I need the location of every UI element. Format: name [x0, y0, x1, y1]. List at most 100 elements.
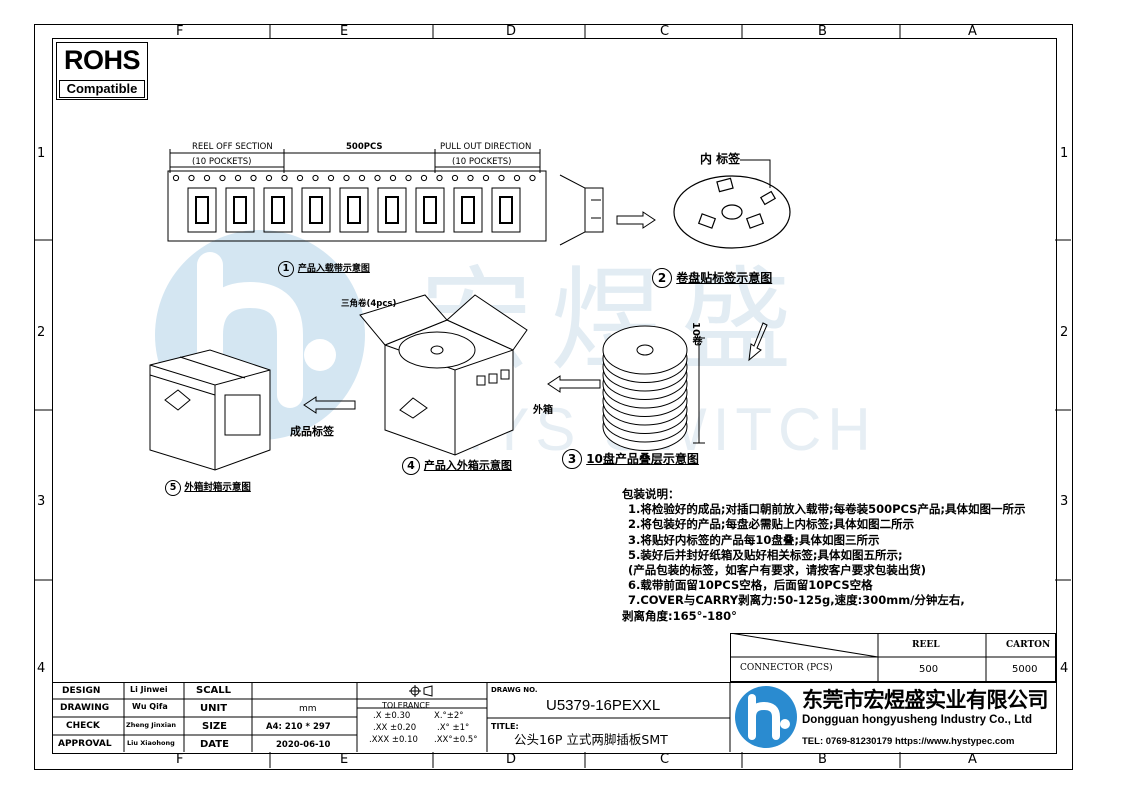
inner-label-leader [740, 159, 771, 188]
row-marker-right: 3 [1060, 494, 1069, 509]
tb-label-drawing: DRAWING [60, 703, 110, 713]
rohs-title: ROHS [63, 45, 141, 75]
tb-name-check: Zheng Jinxian [126, 721, 177, 729]
figure-2-number: 2 [652, 268, 672, 288]
figure-5-label: 外箱封箱示意图 [184, 482, 251, 493]
open-box-drawing [359, 294, 528, 456]
col-marker-top: B [818, 24, 827, 39]
qty-header-carton: CARTON [1006, 640, 1051, 650]
inner-label-callout: 内 标签 [700, 152, 741, 166]
figure-1-label: 产品入载带示意图 [297, 264, 370, 274]
title-label: TITLE: [491, 722, 519, 731]
figure-3-label: 10盘产品叠层示意图 [586, 452, 699, 466]
tb-name-approval: Liu Xiaohong [127, 739, 175, 747]
figure-3-caption: 3 10盘产品叠层示意图 [562, 449, 699, 469]
notes-item: (产品包装的标签，如客户有要求，请按客户要求包装出货) [628, 563, 927, 578]
row-marker-left: 2 [37, 325, 46, 340]
notes-item: 1.将检验好的成品;对插口朝前放入载带;每卷装500PCS产品;具体如图一所示 [628, 502, 1026, 517]
reel-off-label: REEL OFF SECTION [192, 142, 273, 152]
tolerance-angular: .X° ±1° [437, 723, 470, 733]
tolerance-angular: .XX°±0.5° [434, 735, 478, 745]
notes-item: 5.装好后并封好纸箱及贴好相关标签;具体如图五所示; [628, 547, 903, 562]
tb-field-scall: SCALL [196, 685, 232, 696]
figure-5-number: 5 [165, 480, 181, 496]
flow-arrow-left [303, 396, 356, 414]
outer-box-callout: 外箱 [533, 405, 553, 416]
drawg-no-label: DRAWG NO. [491, 686, 538, 694]
col-marker-top: C [660, 24, 670, 39]
notes-item: 3.将贴好内标签的产品每10盘叠;具体如图三所示 [628, 532, 880, 547]
col-marker-top: E [340, 24, 349, 39]
qty-header-reel: REEL [912, 640, 940, 650]
reel-off-pockets: (10 POCKETS) [192, 157, 252, 167]
figure-3-number: 3 [562, 449, 582, 469]
notes-item: 7.COVER与CARRY剥离力:50-125g,速度:300mm/分钟左右, [628, 593, 965, 608]
carrier-tape-drawing [167, 149, 547, 242]
tolerance-linear: .X ±0.30 [373, 711, 411, 721]
col-marker-bottom: C [660, 752, 670, 767]
figure-2-label: 卷盘贴标签示意图 [676, 271, 773, 285]
row-marker-right: 1 [1060, 146, 1069, 161]
col-marker-top: A [968, 24, 977, 39]
company-contact: TEL: 0769-81230179 https://www.hystypec.… [802, 736, 1015, 747]
notes-item: 2.将包装好的产品;每盘必需贴上内标签;具体如图二所示 [628, 517, 915, 532]
company-name-en: Dongguan hongyusheng Industry Co., Ltd [802, 714, 1032, 726]
tb-date-value: 2020-06-10 [276, 740, 331, 750]
tb-name-design: Li Jinwei [130, 685, 168, 694]
tb-field-unit: UNIT [200, 703, 228, 714]
col-marker-top: F [176, 24, 184, 39]
drawing-frame [52, 38, 1057, 754]
tb-name-drawing: Wu Qifa [132, 702, 168, 711]
pull-out-pockets: (10 POCKETS) [452, 157, 512, 167]
col-marker-top: D [506, 24, 517, 39]
reel-front-drawing [673, 175, 791, 249]
tb-unit-value: mm [299, 704, 317, 714]
tolerance-linear: .XX ±0.20 [373, 723, 417, 733]
tolerance-linear: .XXX ±0.10 [369, 735, 418, 745]
figure-4-caption: 4 产品入外箱示意图 [402, 457, 512, 475]
figure-1-number: 1 [278, 261, 294, 277]
pcs-label: 500PCS [346, 142, 383, 152]
qty-row-label: CONNECTOR (PCS) [740, 663, 833, 673]
notes-item: 6.载带前面留10PCS空格，后面留10PCS空格 [628, 578, 873, 593]
reel-label-drawing [559, 174, 656, 246]
qty-table-lines [730, 633, 1056, 682]
tb-label-approval: APPROVAL [58, 739, 112, 749]
projection-symbol-icon [409, 685, 433, 697]
rohs-badge: ROHS Compatible [56, 42, 148, 100]
drawg-no-value: U5379-16PEXXL [546, 697, 661, 714]
col-marker-bottom: F [176, 752, 184, 767]
tb-label-check: CHECK [66, 721, 100, 731]
qty-carton-value: 5000 [1012, 664, 1038, 675]
notes-title: 包装说明： [622, 487, 680, 501]
ten-reels-dimension: 10卷 [690, 322, 701, 346]
tb-field-date: DATE [200, 739, 229, 750]
packaging-notes: 包装说明： 1.将检验好的成品;对插口朝前放入载带;每卷装500PCS产品;具体… [622, 487, 1026, 624]
title-block-lines [52, 682, 1056, 752]
notes-item: 剥离角度:165°-180° [622, 608, 737, 623]
pull-out-label: PULL OUT DIRECTION [440, 142, 532, 152]
figure-4-label: 产品入外箱示意图 [423, 459, 512, 472]
tb-field-size: SIZE [202, 721, 228, 732]
company-logo-icon [735, 686, 797, 748]
tolerance-angular: X.°±2° [434, 711, 464, 721]
tolerance-title: TOLERANCE [382, 701, 431, 710]
col-marker-bottom: A [968, 752, 977, 767]
triangle-callout: 三角卷(4pcs) [341, 299, 397, 309]
figure-2-caption: 2 卷盘贴标签示意图 [652, 268, 772, 288]
product-label-callout: 成品标签 [290, 425, 334, 438]
col-marker-bottom: B [818, 752, 827, 767]
drawing-sheet-border [34, 24, 1073, 770]
company-name-cn: 东莞市宏煜盛实业有限公司 [802, 688, 1049, 712]
row-marker-right: 4 [1060, 661, 1069, 676]
title-value: 公头16P 立式两脚插板SMT [514, 732, 668, 747]
rohs-subtitle: Compatible [59, 80, 145, 98]
row-marker-left: 1 [37, 146, 46, 161]
flow-arrows [547, 322, 768, 393]
sealed-box-drawing [149, 349, 271, 471]
qty-reel-value: 500 [919, 664, 939, 675]
figure-5-caption: 5 外箱封箱示意图 [165, 479, 251, 496]
tb-label-design: DESIGN [62, 686, 101, 696]
col-marker-bottom: E [340, 752, 349, 767]
col-marker-bottom: D [506, 752, 517, 767]
